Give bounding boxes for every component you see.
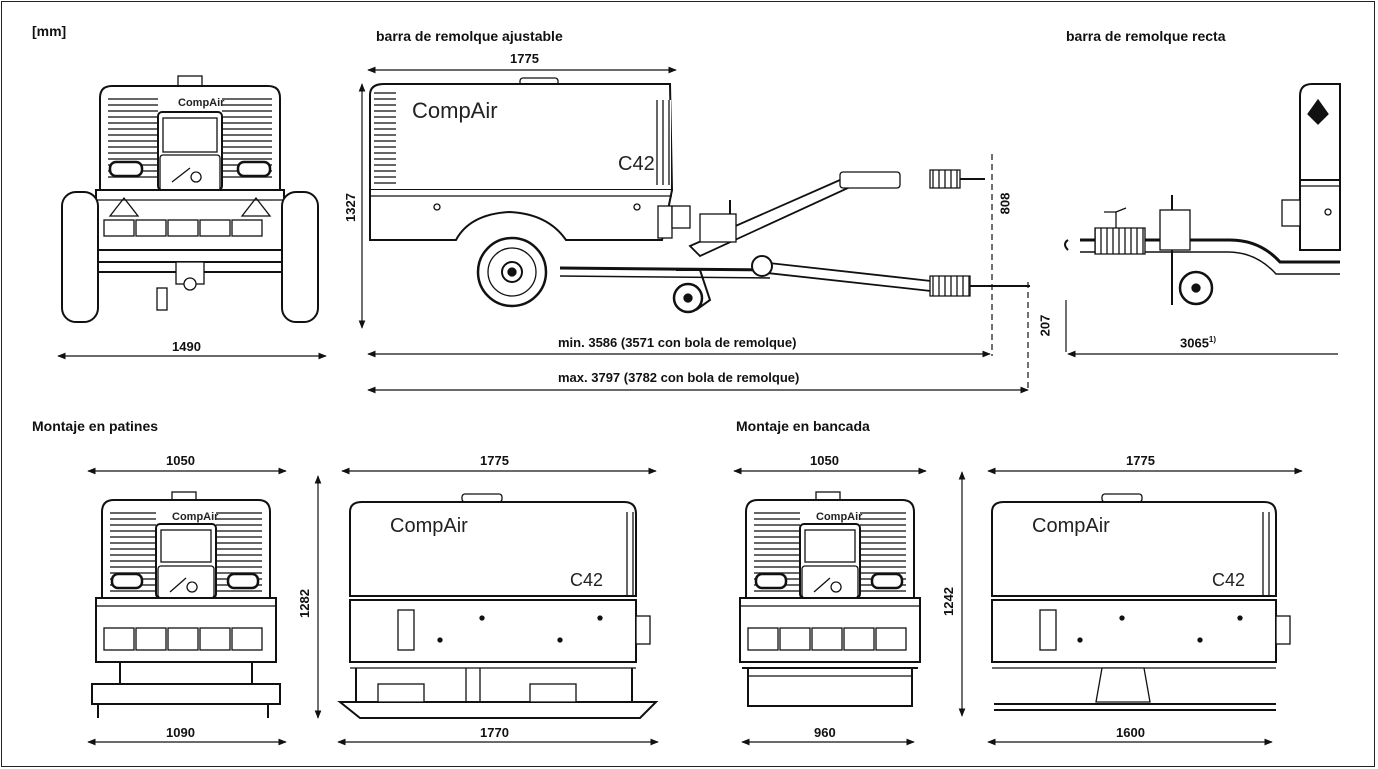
brand-mark-side: CompAir	[412, 98, 498, 123]
side-view-skid	[337, 493, 659, 719]
side-view-adjustable-tow	[369, 77, 1030, 314]
dim-adj-min-length: min. 3586 (3571 con bola de remolque)	[558, 335, 797, 350]
dim-skid-side-bottom: 1770	[480, 725, 509, 740]
dim-skid-front-bottom: 1090	[166, 725, 195, 740]
side-view-bench	[991, 493, 1291, 711]
model-mark-skid-side: C42	[570, 570, 603, 590]
unit-label: [mm]	[32, 23, 67, 39]
front-view-wheeled	[61, 75, 319, 323]
brand-mark-bench-front: CompAir	[816, 511, 863, 523]
dim-bench-side-bottom: 1600	[1116, 725, 1145, 740]
dimension-lines	[57, 66, 1338, 746]
dim-adj-height: 1327	[342, 193, 358, 222]
dim-skid-front-top: 1050	[166, 453, 195, 468]
section-title-bench: Montaje en bancada	[736, 418, 870, 434]
section-title-adjustable: barra de remolque ajustable	[376, 28, 563, 44]
dim-adj-hitch-height: 808	[997, 192, 1013, 215]
dim-bench-side-top: 1775	[1126, 453, 1155, 468]
dim-adj-body-length: 1775	[510, 51, 539, 66]
side-view-straight-tow	[1064, 83, 1341, 306]
dim-straight-length: 30651)	[1180, 335, 1217, 351]
footnote-marker: 1)	[1208, 335, 1217, 344]
front-view-skid	[91, 491, 281, 718]
dim-bench-height: 1242	[940, 587, 956, 616]
dim-bench-front-top: 1050	[810, 453, 839, 468]
model-mark-side: C42	[618, 153, 655, 175]
brand-mark-bench-side: CompAir	[1032, 515, 1110, 537]
brand-mark-skid-side: CompAir	[390, 515, 468, 537]
dim-bench-front-bottom: 960	[814, 725, 836, 740]
dim-skid-side-top: 1775	[480, 453, 509, 468]
dim-front-width: 1490	[172, 339, 201, 354]
dim-skid-height: 1282	[296, 589, 312, 618]
brand-mark-front: CompAir	[178, 97, 225, 109]
section-title-straight: barra de remolque recta	[1066, 28, 1226, 44]
brand-mark-skid-front: CompAir	[172, 511, 219, 523]
front-view-bench	[739, 491, 921, 707]
dim-adj-low-hitch: 207	[1037, 314, 1053, 337]
dim-adj-max-length: max. 3797 (3782 con bola de remolque)	[558, 370, 800, 385]
model-mark-bench-side: C42	[1212, 570, 1245, 590]
section-title-skid: Montaje en patines	[32, 418, 159, 434]
